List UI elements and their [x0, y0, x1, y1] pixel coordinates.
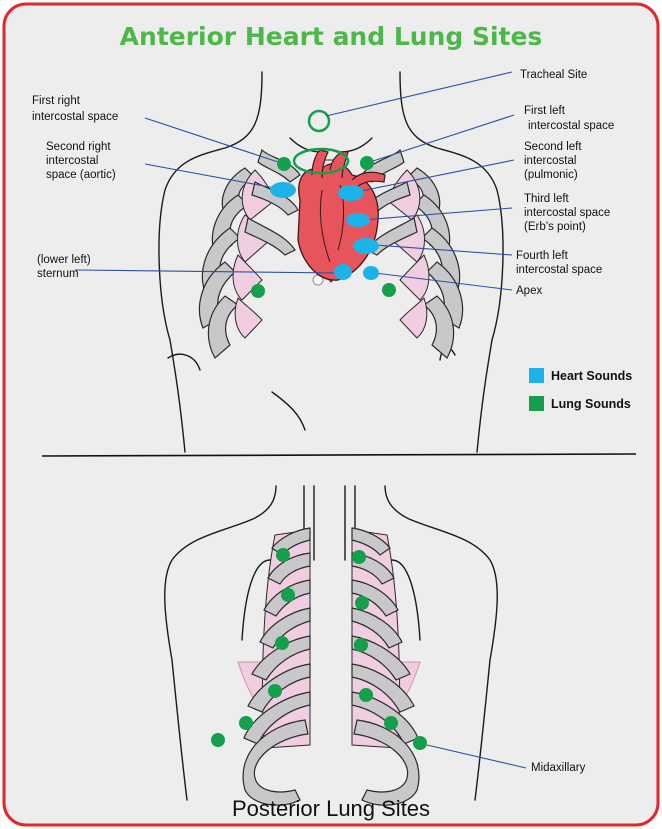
label-second-left: Second left intercostal (pulmonic) [524, 141, 585, 181]
posterior-site-3-right [275, 636, 289, 650]
heart-site-second-right [270, 182, 296, 198]
posterior-midaxillary-left [413, 736, 427, 750]
legend-heart-label: Heart Sounds [551, 369, 632, 383]
posterior-site-1-right [276, 548, 290, 562]
label-tracheal-site: Tracheal Site [520, 69, 587, 81]
posterior-site-2-right [281, 588, 295, 602]
posterior-site-1-left [352, 550, 366, 564]
lung-site-lower-right [251, 284, 265, 298]
heart-site-third-left [346, 213, 370, 227]
label-apex: Apex [516, 285, 542, 297]
lung-site-lower-left [382, 283, 396, 297]
posterior-site-5-left [384, 716, 398, 730]
lung-site-first-right [277, 157, 291, 171]
posterior-site-3-left [354, 638, 368, 652]
page-title: Anterior Heart and Lung Sites [120, 22, 543, 51]
posterior-title: Posterior Lung Sites [232, 796, 430, 821]
legend-lung-swatch [529, 396, 544, 411]
legend-lung-label: Lung Sounds [551, 397, 631, 411]
posterior-site-5-right [239, 716, 253, 730]
legend-heart-swatch [529, 368, 544, 383]
lung-site-first-left [360, 156, 374, 170]
heart-site-second-left [338, 185, 364, 201]
heart-site-lower-left-sternum [334, 264, 352, 280]
posterior-midaxillary-right [211, 733, 225, 747]
label-midaxillary: Midaxillary [531, 762, 586, 774]
posterior-site-4-right [268, 684, 282, 698]
heart-site-fourth-left [353, 238, 379, 254]
heart-site-apex [363, 266, 379, 280]
posterior-site-4-left [359, 688, 373, 702]
posterior-site-2-left [355, 596, 369, 610]
